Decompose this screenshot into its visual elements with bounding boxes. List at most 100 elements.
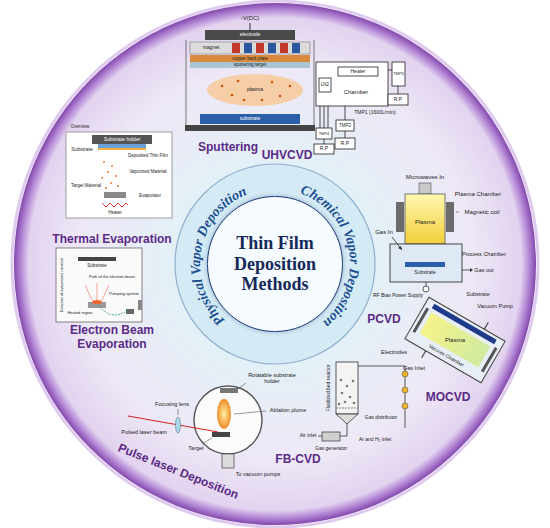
fbcvd-apparatus-part [344, 401, 347, 404]
uhvcvd-apparatus-part [316, 128, 332, 139]
ebeam-apparatus-part [98, 305, 128, 315]
part-label: Air inlet [300, 433, 317, 439]
method-label: Electron Beam Evaporation [62, 324, 162, 352]
part-label: To vacuum pumps [236, 471, 281, 477]
part-label: Evaporator [139, 193, 161, 198]
pcvd-apparatus-part [419, 183, 431, 194]
part-label: Substrate [466, 291, 490, 297]
pld-apparatus-part [176, 417, 181, 433]
pld-apparatus-part [234, 411, 266, 414]
uhvcvd-apparatus-part [328, 106, 329, 128]
fbcvd-apparatus-part [349, 396, 352, 399]
pcvd-apparatus-part [446, 202, 454, 232]
ebeam-apparatus-part [85, 285, 92, 300]
method-label: PCVD [367, 313, 400, 327]
part-label: Fluidized bed reactor [326, 365, 332, 412]
method-label: Thermal Evaporation [52, 233, 171, 247]
center-title: Thin Film Deposition Methods [223, 233, 327, 295]
pcvd-apparatus-part [396, 202, 404, 232]
thermal-evaporation-apparatus-part [92, 135, 152, 144]
method-label: FB-CVD [275, 453, 320, 467]
part-label: Heater [108, 210, 122, 215]
pld-apparatus-part [212, 432, 230, 437]
sputtering-apparatus-part [261, 99, 264, 102]
pcvd-apparatus-part [456, 212, 459, 213]
part-label: Microwaves In [406, 174, 444, 181]
uhvcvd-apparatus-part [336, 120, 354, 131]
method-label: MOCVD [426, 391, 471, 405]
fbcvd-apparatus-part [346, 385, 349, 388]
sputtering-apparatus-part [205, 30, 295, 40]
uhvcvd-apparatus-part [324, 139, 325, 144]
fbcvd-apparatus-part [318, 436, 322, 437]
fbcvd-apparatus-part [322, 432, 340, 441]
sputtering-apparatus-part [314, 40, 315, 131]
part-label: Substrate [87, 263, 106, 268]
part-label: copper back plate [232, 56, 268, 61]
pcvd-apparatus-part [398, 246, 402, 250]
part-label: Gas Inlet [403, 365, 425, 371]
thermal-evaporation-apparatus-part [105, 187, 107, 189]
part-label: Process Chamber [462, 251, 506, 257]
pcvd-apparatus-part [392, 237, 402, 250]
pld-apparatus-part [194, 386, 262, 454]
category-label: Chemical Vapor Deposition [299, 182, 362, 331]
sputtering-apparatus-part [221, 85, 224, 88]
sputtering-apparatus-part [256, 43, 264, 53]
mocvd-apparatus-part [484, 322, 488, 329]
pcvd-apparatus-part [426, 282, 427, 286]
uhvcvd-apparatus-part [316, 62, 388, 106]
part-label: Path of the electron beam [89, 275, 135, 280]
part-label: Focusing lens [155, 401, 189, 407]
fbcvd-apparatus-part [336, 414, 358, 424]
sputtering-apparatus-part [244, 43, 252, 53]
pld-apparatus-part [217, 399, 231, 429]
thermal-evaporation-apparatus-part [110, 182, 112, 184]
sputtering-apparatus-part [279, 95, 282, 98]
pcvd-apparatus-part [405, 262, 445, 267]
part-label: Pulsed laser beam [121, 429, 167, 435]
category-label: Physical Vapor Deposition [188, 183, 249, 328]
sputtering-apparatus-part [186, 40, 187, 131]
thermal-evaporation-apparatus-part [66, 132, 172, 218]
part-label: Deposited Thin Film [128, 153, 168, 158]
fbcvd-apparatus-part [338, 403, 341, 406]
part-label: Pumping system [109, 292, 139, 297]
thermal-evaporation-apparatus-part [98, 144, 146, 148]
sputtering-apparatus-part [268, 43, 276, 53]
ebeam-apparatus-part [78, 257, 116, 261]
thermal-evaporation-apparatus-part [104, 192, 126, 198]
sputtering-apparatus-part [271, 81, 274, 84]
sputtering-apparatus-part [190, 55, 310, 62]
uhvcvd-apparatus-part [324, 106, 325, 128]
uhvcvd-apparatus [314, 62, 408, 154]
ebeam-apparatus [56, 248, 142, 322]
sputtering-apparatus-part [237, 80, 240, 83]
fbcvd-apparatus-part [336, 408, 358, 409]
uhvcvd-apparatus-part [398, 86, 399, 94]
part-label: Target Material [71, 183, 101, 188]
part-label: Heater [350, 69, 365, 75]
sputtering-apparatus [185, 23, 315, 131]
ebeam-apparatus-part [92, 300, 102, 304]
part-label: Substrate [71, 147, 92, 153]
mocvd-apparatus-part [422, 351, 426, 358]
ebeam-apparatus-part [138, 300, 142, 310]
fbcvd-apparatus-part [352, 380, 355, 383]
method-label: UHVCVD [262, 149, 313, 163]
part-label: Plasma [445, 337, 465, 344]
part-label: -V(DC) [241, 15, 260, 22]
background-disc-part [12, 1, 538, 527]
thermal-evaporation-apparatus-part [107, 171, 109, 173]
part-label: Heated region [67, 311, 92, 316]
part-label: TMP2 [339, 123, 351, 128]
part-label: Chamber [344, 89, 369, 96]
method-label: Sputtering [198, 141, 258, 155]
pcvd-apparatus-part [405, 194, 445, 244]
fbcvd-apparatus [318, 362, 408, 441]
part-label: R.P [394, 97, 402, 103]
part-label: Vacuum Pump [477, 303, 513, 309]
uhvcvd-apparatus-part [345, 106, 346, 120]
fbcvd-apparatus-part [402, 371, 408, 377]
sputtering-apparatus-part [190, 42, 310, 54]
